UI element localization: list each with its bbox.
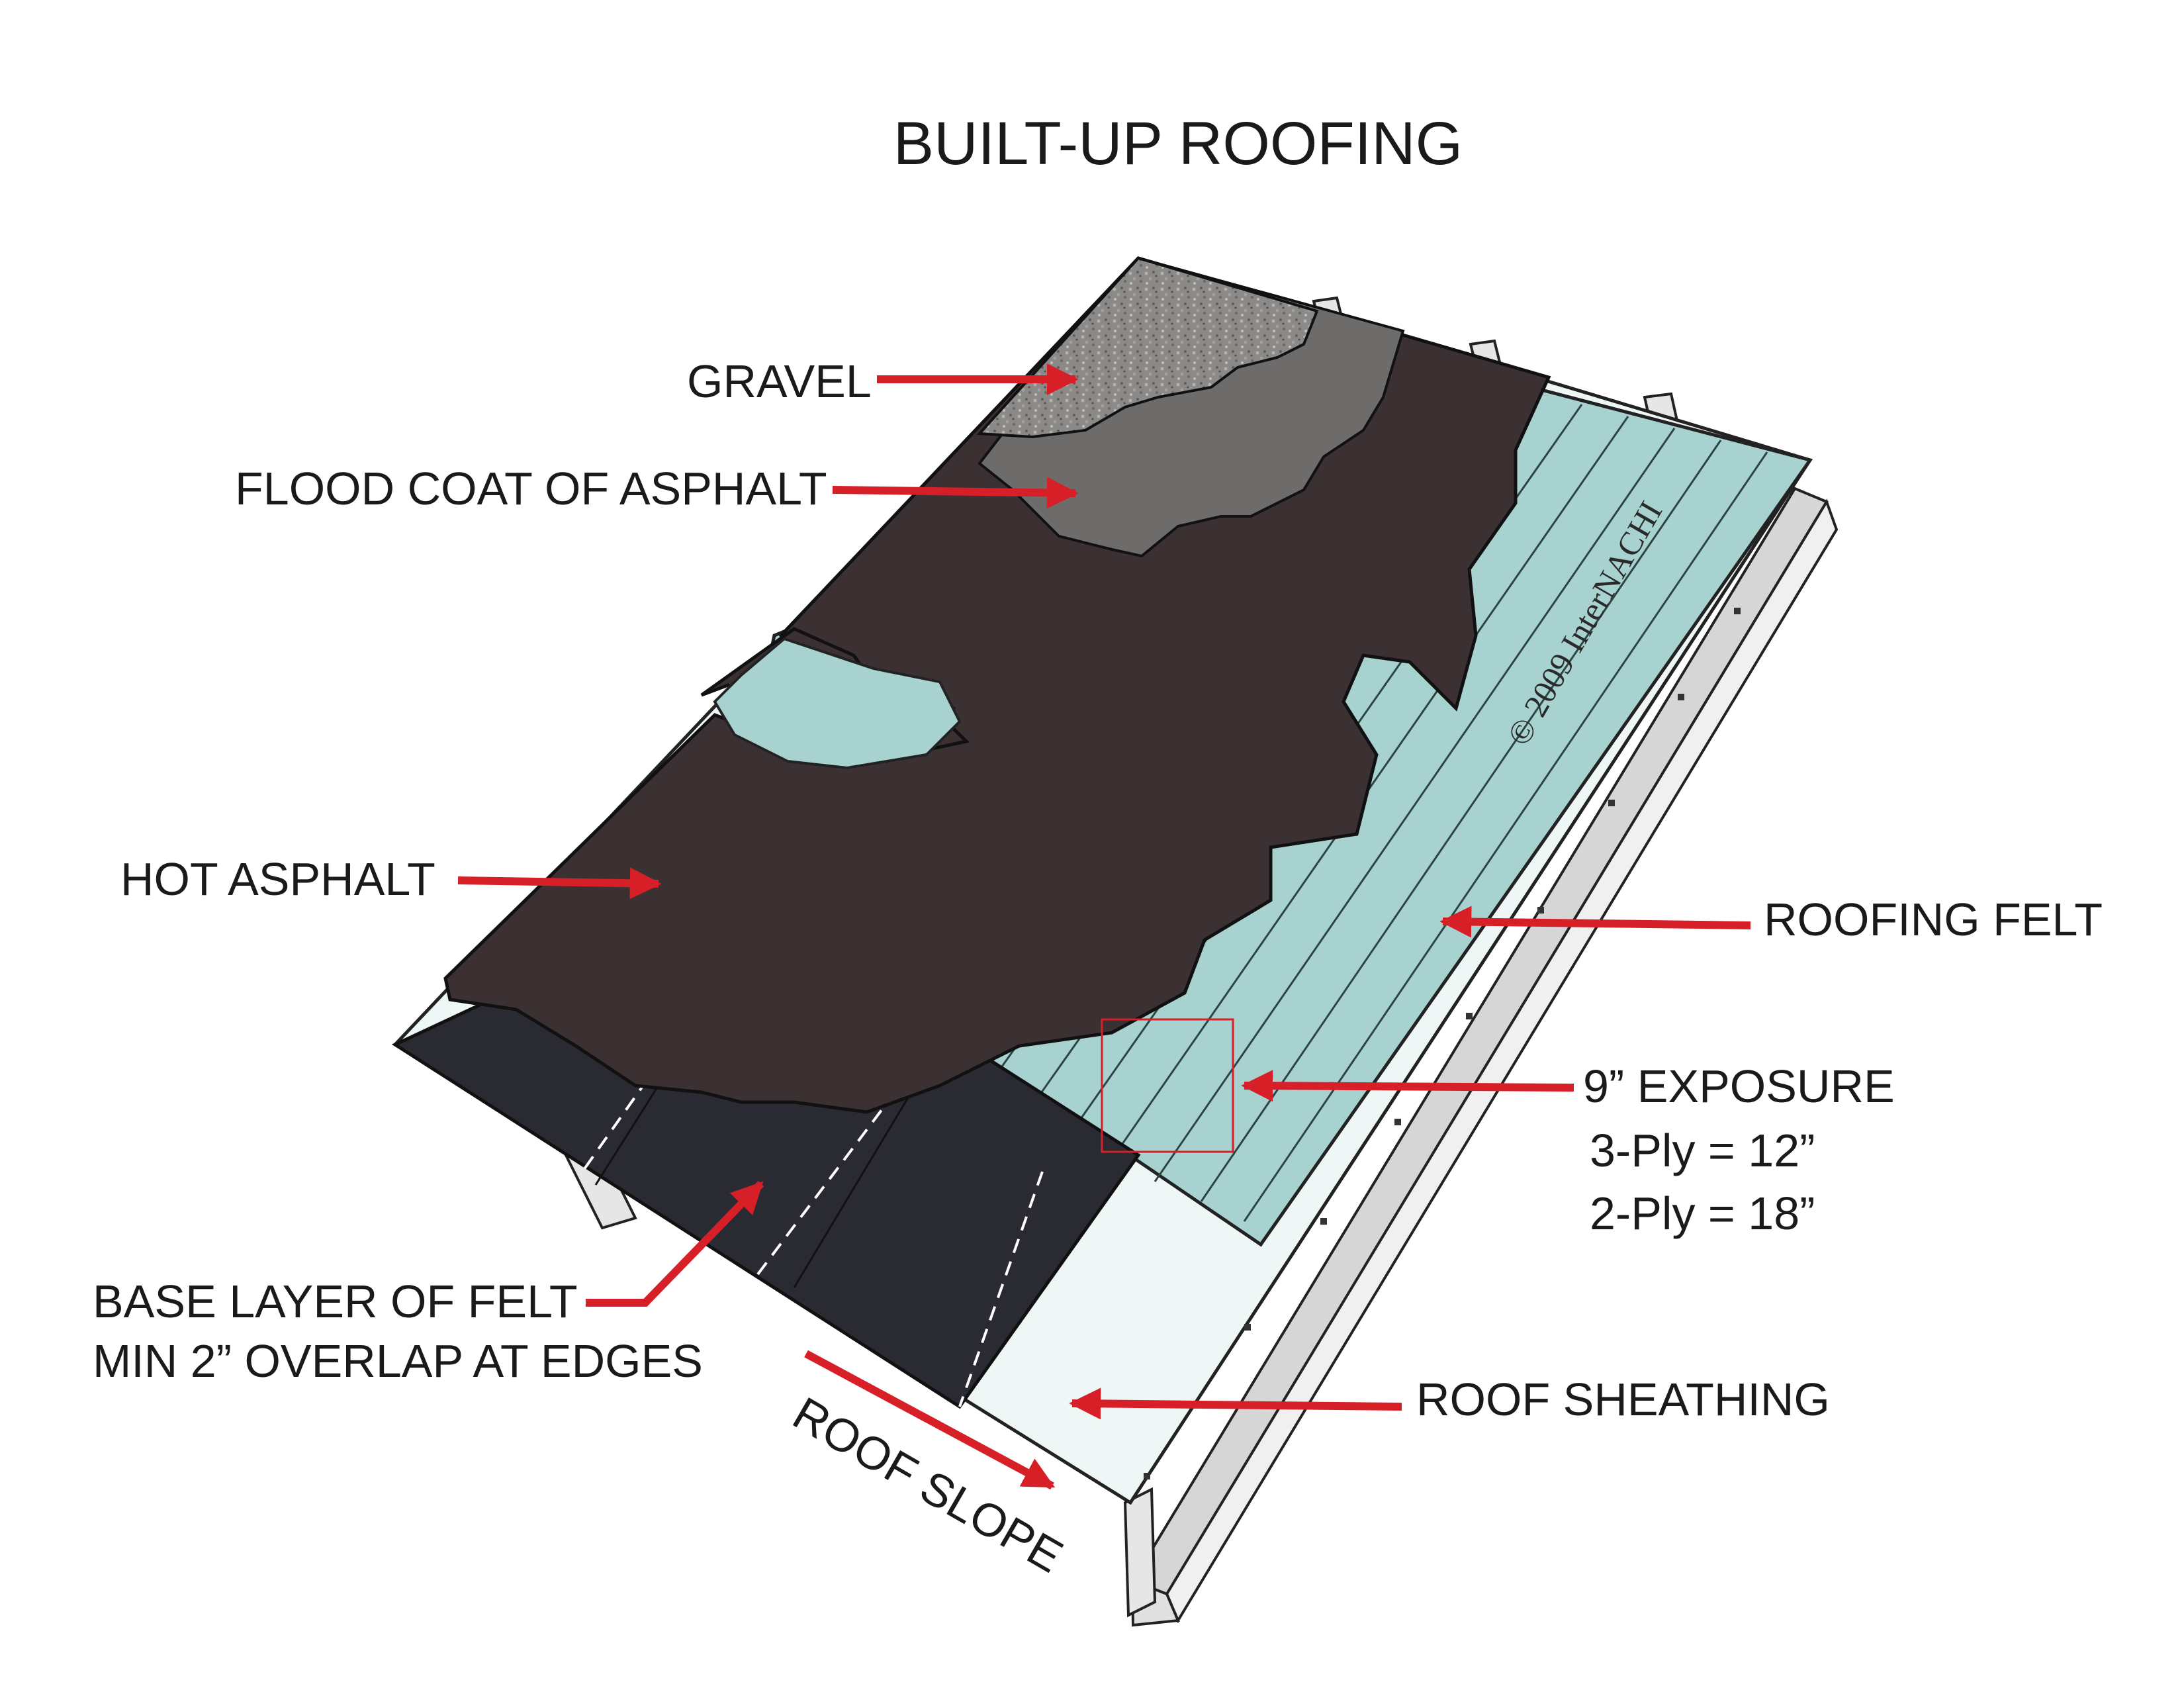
label-three-ply: 3-Ply = 12” bbox=[1590, 1125, 1815, 1176]
label-base-layer-line1: BASE LAYER OF FELT bbox=[93, 1276, 578, 1327]
arrow-exposure bbox=[1241, 1070, 1574, 1102]
sheathing-nails bbox=[1144, 608, 1741, 1479]
arrow-flood-coat bbox=[832, 477, 1079, 509]
page-title: BUILT-UP ROOFING bbox=[893, 110, 1463, 177]
fascia-board bbox=[1130, 487, 1839, 1627]
arrow-roof-sheathing bbox=[1069, 1387, 1402, 1420]
exposed-felt-patch bbox=[713, 637, 962, 770]
arrow-hot-asphalt bbox=[457, 867, 662, 900]
label-roof-sheathing: ROOF SHEATHING bbox=[1416, 1374, 1830, 1425]
label-hot-asphalt: HOT ASPHALT bbox=[120, 853, 435, 905]
arrow-roofing-felt bbox=[1439, 906, 1751, 938]
label-roofing-felt: ROOFING FELT bbox=[1764, 894, 2103, 945]
callout-arrows bbox=[457, 363, 1751, 1490]
label-gravel: GRAVEL bbox=[687, 355, 872, 407]
arrow-base-layer bbox=[586, 1180, 764, 1307]
label-two-ply: 2-Ply = 18” bbox=[1590, 1188, 1815, 1239]
arrow-roof-slope bbox=[804, 1350, 1056, 1490]
label-flood-coat: FLOOD COAT OF ASPHALT bbox=[235, 463, 827, 514]
exposure-indicator-box bbox=[1101, 1018, 1234, 1153]
label-exposure: 9” EXPOSURE bbox=[1583, 1060, 1895, 1112]
label-base-layer-line2: MIN 2” OVERLAP AT EDGES bbox=[93, 1335, 703, 1387]
